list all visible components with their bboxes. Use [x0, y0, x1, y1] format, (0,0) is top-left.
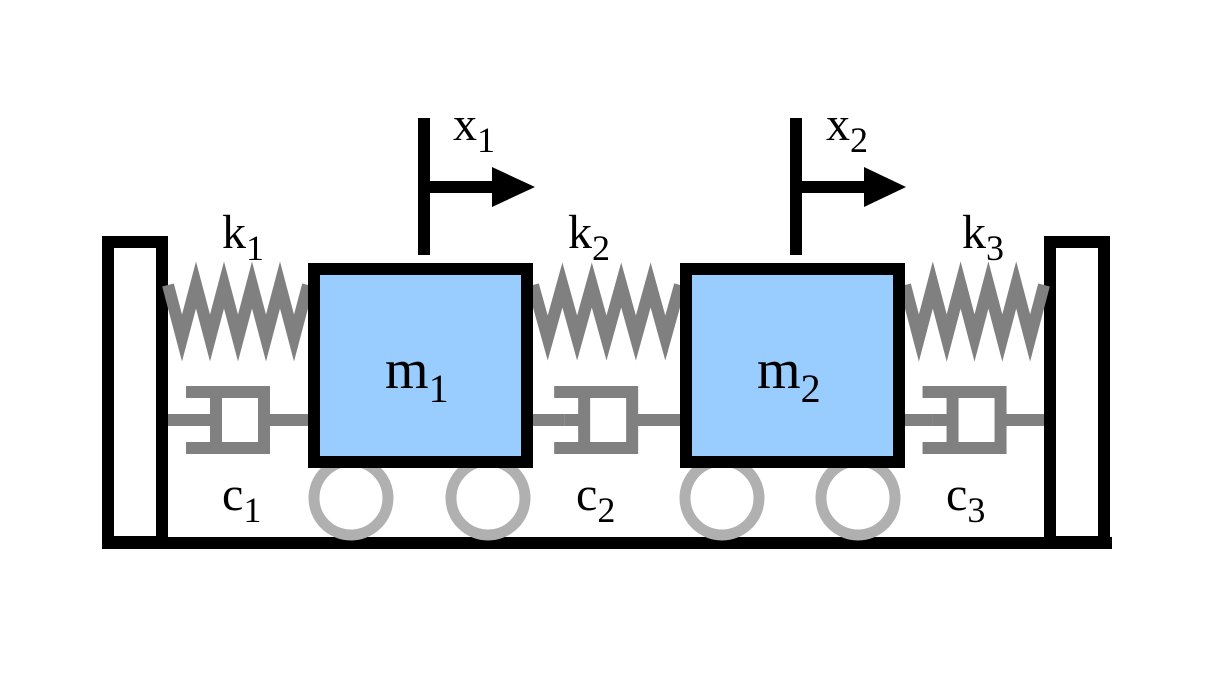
- arrow-head-icon: [864, 167, 906, 207]
- wheel-4: [815, 455, 901, 541]
- damper-2: [533, 386, 680, 454]
- x2-label: x2: [826, 98, 868, 160]
- damper-3: [905, 386, 1044, 454]
- spring-2: [527, 262, 686, 361]
- wheel-3: [679, 455, 765, 541]
- damper-1: [168, 386, 308, 454]
- left-wall: [102, 236, 168, 548]
- spring-1: [162, 261, 314, 362]
- c1-label: c1: [222, 468, 261, 530]
- c3-label: c3: [946, 468, 985, 530]
- displacement-arrow-1: [418, 118, 535, 255]
- k2-label: k2: [568, 206, 610, 268]
- mass-1: [308, 263, 533, 468]
- wheel-2: [445, 455, 531, 541]
- k3-label: k3: [962, 206, 1004, 268]
- mass-2: [680, 263, 905, 468]
- c2-label: c2: [576, 468, 615, 530]
- arrow-head-icon: [492, 167, 535, 207]
- displacement-arrow-2: [790, 118, 906, 255]
- spring-3: [899, 261, 1050, 362]
- right-wall: [1044, 236, 1110, 548]
- k1-label: k1: [222, 206, 264, 268]
- mass-2-label: m2: [757, 339, 821, 411]
- x1-label: x1: [453, 98, 495, 160]
- wheel-1: [308, 455, 394, 541]
- mass-1-label: m1: [385, 339, 449, 411]
